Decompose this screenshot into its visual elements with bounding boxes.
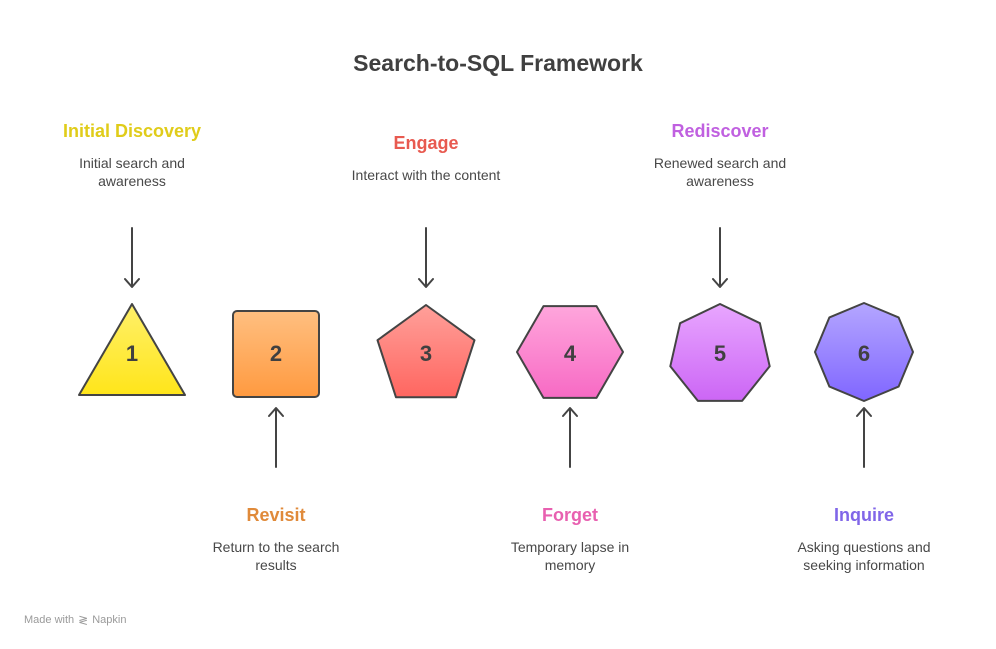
step-heading: Initial Discovery [62,121,202,141]
step-heptagon-shape [669,303,771,402]
step-hexagon-shape [516,305,624,399]
step-description: Renewed search and awareness [653,155,787,189]
footer-made-with: Made with [24,614,75,626]
arrow-up-icon [562,407,578,468]
step-number: 2 [270,341,282,366]
arrow-down-icon [124,227,140,288]
arrow-down-icon [418,227,434,288]
napkin-logo-icon: ≷ [78,613,89,627]
step-description: Temporary lapse in memory [510,539,630,573]
arrow-down-icon [712,227,728,288]
step-pentagon-shape [376,304,476,399]
step-description: Asking questions and seeking information [797,539,931,573]
step-number: 1 [126,341,138,366]
page-title: Search-to-SQL Framework [353,50,643,76]
step-description: Interact with the content [351,167,501,183]
step-triangle-shape [78,303,186,396]
step-heading: Inquire [833,505,894,525]
step-description: Return to the search results [212,539,340,573]
step-number: 3 [420,341,432,366]
arrow-up-icon [856,407,872,468]
step-number: 4 [564,341,577,366]
step-heading: Forget [542,505,598,525]
footer-brand: Napkin [92,614,127,626]
step-heading: Engage [393,133,459,153]
step-number: 6 [858,341,870,366]
step-square-shape [232,310,320,398]
step-description: Initial search and awareness [79,155,185,189]
footer-attribution: Made with ≷ Napkin [24,613,126,627]
step-heading: Rediscover [671,121,769,141]
step-heading: Revisit [246,505,306,525]
arrow-up-icon [268,407,284,468]
step-number: 5 [714,341,726,366]
step-octagon-shape [814,302,914,402]
